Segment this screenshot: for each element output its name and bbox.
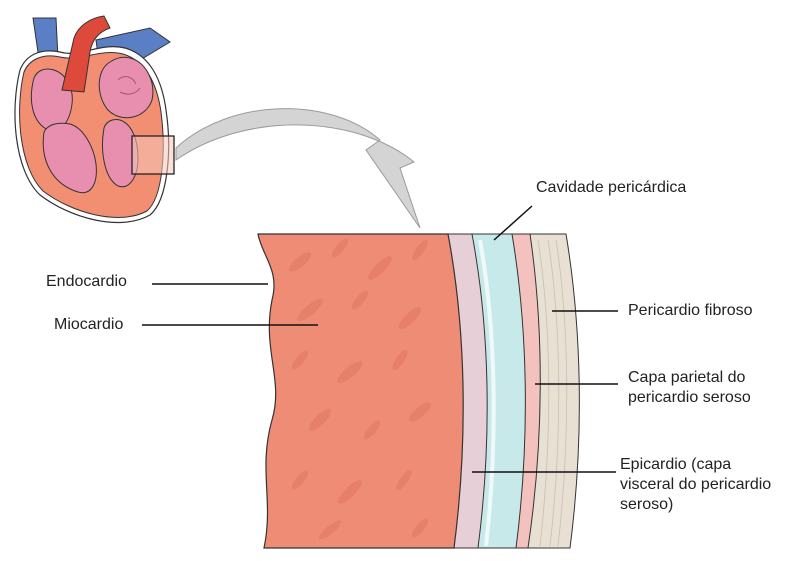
wall-section [257,233,580,549]
label-epicardium: Epicardio (capa visceral do pericardio s… [620,455,771,515]
label-endocardium: Endocardio [46,273,127,290]
label-parietal-layer: Capa parietal do pericardio seroso [628,368,751,408]
heart-illustration [14,15,175,224]
label-epicardium-line-3: seroso) [620,496,674,513]
label-parietal-line-1: Capa parietal do [628,369,746,386]
cavity-leader [493,205,533,241]
label-myocardium: Miocardio [54,316,124,333]
zoom-arrow [175,108,421,229]
label-pericardial-cavity: Cavidade pericárdica [536,179,687,196]
label-epicardium-line-1: Epicardio (capa [620,456,732,473]
label-epicardium-line-2: visceral do pericardio [620,476,772,493]
label-fibrous-pericardium: Pericardio fibroso [628,302,753,319]
label-parietal-line-2: pericardio seroso [628,389,751,406]
leader-lines [142,205,618,473]
myocardium-texture [288,238,432,540]
